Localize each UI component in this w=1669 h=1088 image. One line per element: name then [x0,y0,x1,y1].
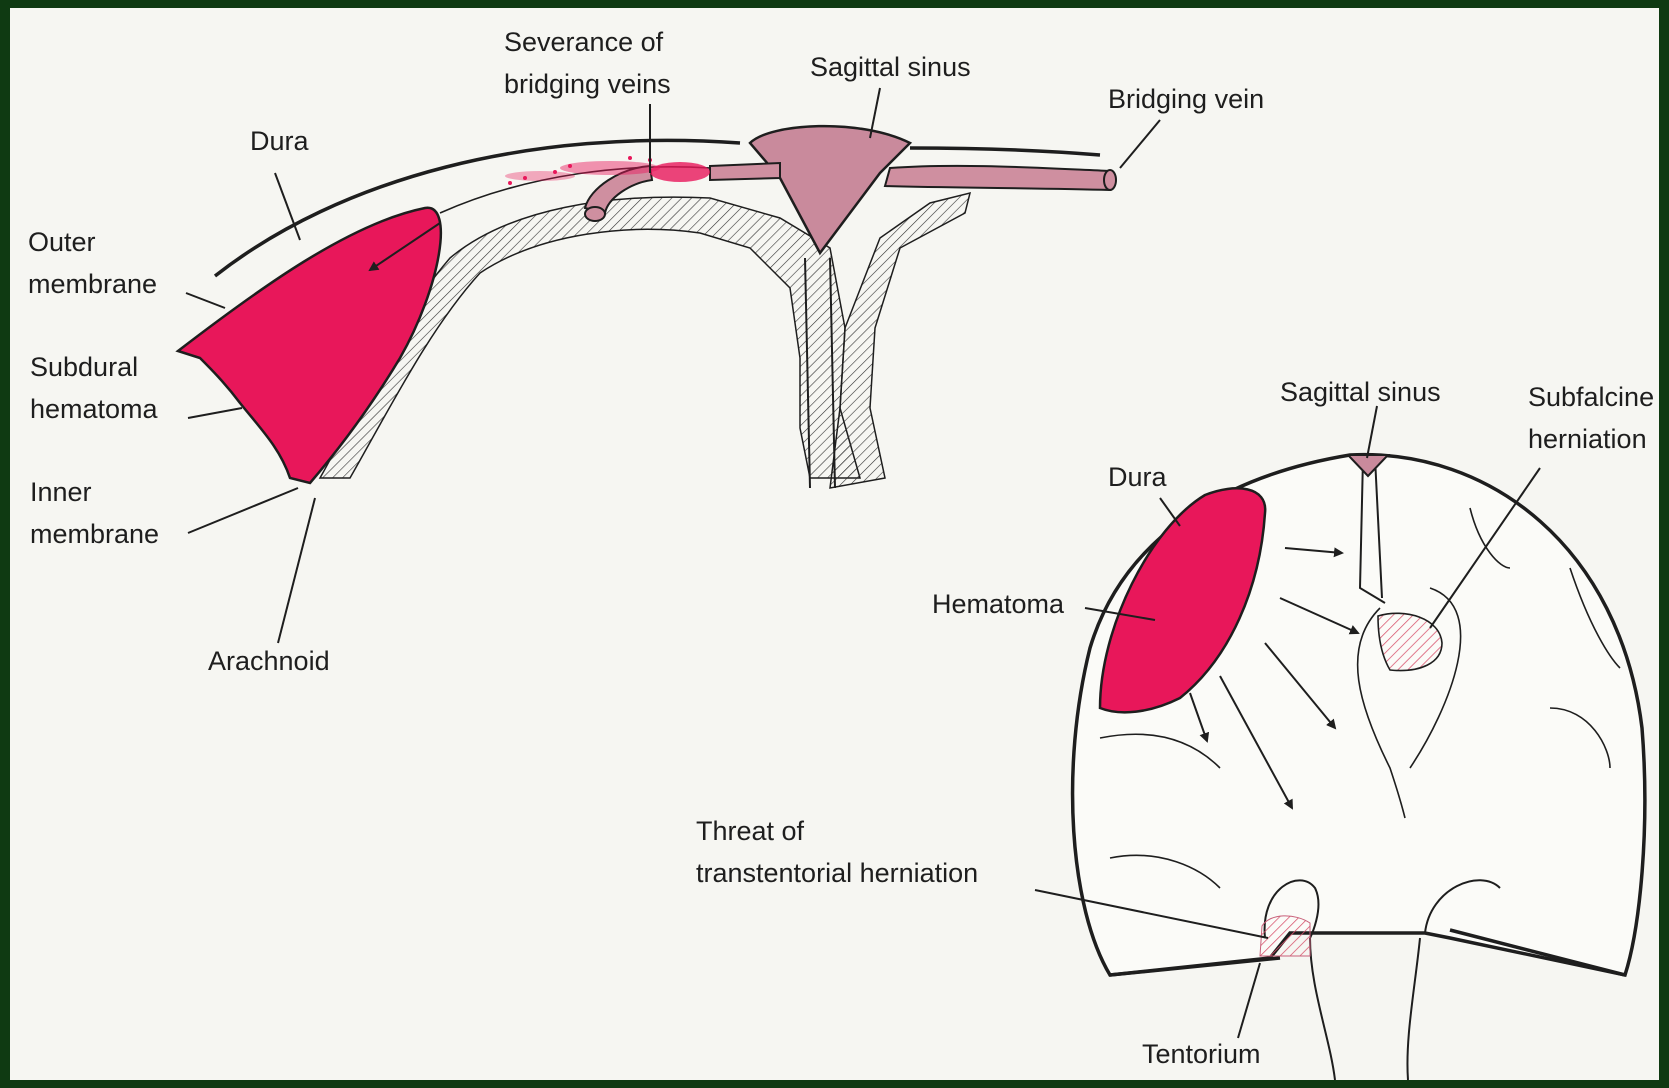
brainstem [1310,938,1420,1080]
top-diagram: Severance of bridging veins Sagittal sin… [28,27,1264,676]
label-tentorium: Tentorium [1142,1039,1261,1069]
bridging-vein-end [1104,170,1116,190]
transtentorial-herniation [1260,916,1310,956]
diagram-frame: Severance of bridging veins Sagittal sin… [10,8,1659,1080]
coronal-dura-outline [1073,455,1645,975]
leader-tentorium [1238,963,1260,1038]
bridging-vein-right [885,166,1110,190]
label-sagittal-sinus-top: Sagittal sinus [810,52,971,82]
label-hematoma: Hematoma [932,589,1065,619]
leader-inner-membrane [188,488,298,533]
label-subfalcine-2: herniation [1528,424,1647,454]
label-threat-2: transtentorial herniation [696,858,978,888]
label-dura-bottom: Dura [1108,462,1168,492]
label-inner-1: Inner [30,477,92,507]
severed-vein-end [585,207,605,221]
label-severance-1: Severance of [504,27,664,57]
label-threat-1: Threat of [696,816,805,846]
severed-vein [710,163,780,180]
label-severance-2: bridging veins [504,69,671,99]
label-subdural-1: Subdural [30,352,138,382]
cortex-right [830,193,970,488]
label-subdural-2: hematoma [30,394,159,424]
label-outer-2: membrane [28,269,157,299]
dura-line-right [910,148,1100,155]
leader-bridging-vein [1120,120,1160,168]
label-bridging-vein: Bridging vein [1108,84,1264,114]
leader-arachnoid [278,498,315,643]
leader-sagittal-bottom [1367,406,1377,458]
label-dura-top: Dura [250,126,310,156]
label-arachnoid: Arachnoid [208,646,330,676]
leader-subdural [188,408,242,418]
label-inner-2: membrane [30,519,159,549]
label-outer-1: Outer [28,227,96,257]
label-subfalcine-1: Subfalcine [1528,382,1654,412]
label-sagittal-sinus-bottom: Sagittal sinus [1280,377,1441,407]
leader-dura-bottom [1160,498,1180,526]
leader-outer-membrane [186,293,225,308]
subdural-hematoma-diagram: Severance of bridging veins Sagittal sin… [10,8,1659,1080]
